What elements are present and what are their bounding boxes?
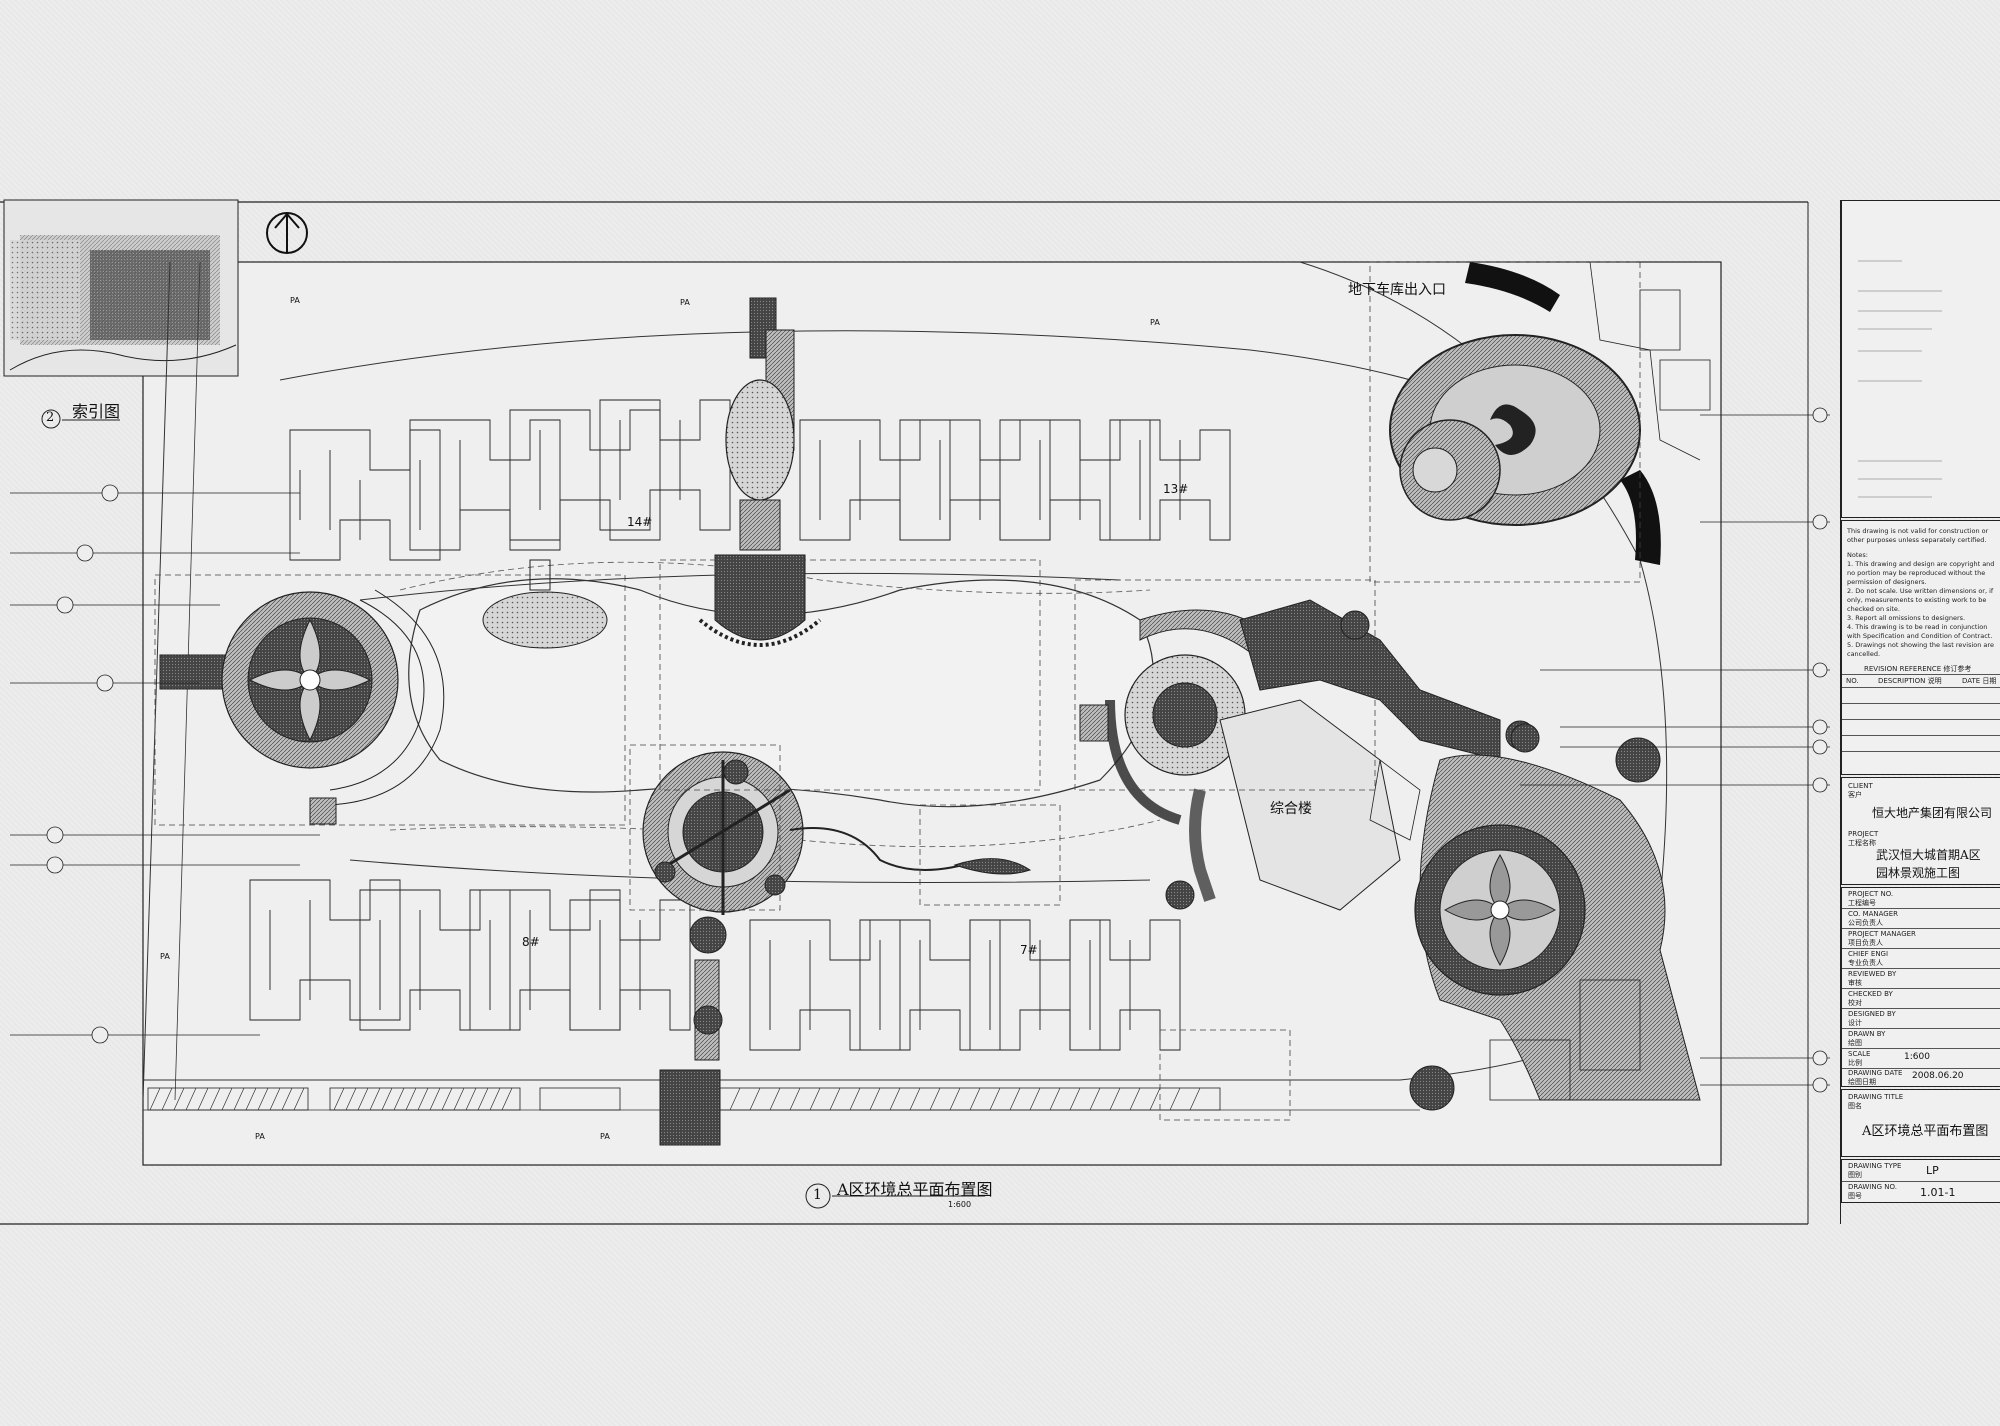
note-item: 4. This drawing is to be read in conjunc…: [1847, 623, 1993, 640]
title-block-notes: This drawing is not valid for constructi…: [1841, 520, 2000, 775]
chief-engi-label: CHIEF ENGI: [1848, 950, 1889, 958]
drawing-no-label-cn: 图号: [1848, 1192, 1862, 1200]
north-arrow-icon: [266, 212, 308, 254]
revision-reference: REVISION REFERENCE 修订参考: [1864, 665, 1972, 673]
callout-leaders-left: [10, 484, 320, 1044]
co-manager-label: CO. MANAGER: [1848, 910, 1899, 918]
notes-heading: This drawing is not valid for constructi…: [1847, 527, 1989, 544]
drawing-type-label: DRAWING TYPE: [1848, 1162, 1902, 1170]
notes-title: Notes:: [1847, 551, 1868, 559]
pa-label: PA: [255, 1132, 265, 1141]
drawing-title-label: DRAWING TITLE: [1848, 1093, 1904, 1101]
reviewed-by-label: REVIEWED BY: [1848, 970, 1897, 978]
designed-by-label-cn: 设计: [1848, 1019, 1862, 1027]
title-block: This drawing is not valid for constructi…: [1840, 200, 2000, 1224]
project-name-line1: 武汉恒大城首期A区: [1876, 848, 1981, 862]
drawing-date-label-cn: 绘图日期: [1848, 1078, 1876, 1086]
east-plaza-complex: [1079, 599, 1535, 911]
client-name: 恒大地产集团有限公司: [1872, 806, 1993, 820]
north-residential-row: [289, 399, 1231, 561]
chief-engi-label-cn: 专业负责人: [1848, 959, 1883, 967]
east-buildings: [1369, 261, 1711, 1101]
drawing-type-value: LP: [1926, 1164, 1939, 1177]
note-item: 5. Drawings not showing the last revisio…: [1847, 641, 1994, 658]
plan-title: A区环境总平面布置图: [837, 1180, 993, 1199]
drawing-title-label-cn: 图名: [1848, 1102, 1862, 1110]
pa-label: PA: [600, 1132, 610, 1141]
title-block-drawing-number: DRAWING TYPE 图别 LP DRAWING NO. 图号 1.01-1: [1841, 1159, 2000, 1203]
index-symbol-circle: [41, 409, 61, 429]
scale-label-cn: 比例: [1848, 1059, 1862, 1067]
pa-label: PA: [290, 296, 300, 305]
scale-value: 1:600: [1904, 1052, 1930, 1062]
title-block-drawing-title: DRAWING TITLE 图名 A区环境总平面布置图: [1841, 1089, 2000, 1157]
plan-scale: 1:600: [948, 1200, 972, 1209]
north-axis-plaza: [482, 297, 822, 649]
checked-by-label-cn: 校对: [1848, 999, 1862, 1007]
drawn-by-label: DRAWN BY: [1848, 1030, 1886, 1038]
section-boxes: [154, 261, 1641, 1121]
plan-detail-number: 1: [813, 1187, 822, 1203]
reviewed-by-label-cn: 审核: [1848, 979, 1862, 987]
project-manager-label: PROJECT MANAGER: [1848, 930, 1916, 938]
project-manager-label-cn: 项目负责人: [1848, 939, 1883, 947]
checked-by-label: CHECKED BY: [1848, 990, 1893, 998]
scale-label: SCALE: [1848, 1050, 1871, 1058]
project-label-cn: 工程名称: [1848, 839, 1876, 847]
rev-no-header: NO.: [1846, 677, 1859, 685]
title-block-stamp-area: [1841, 200, 2000, 518]
drawing-date-label: DRAWING DATE: [1848, 1069, 1903, 1077]
project-no-label-cn: 工程编号: [1848, 899, 1876, 907]
stamp-lines: [1858, 260, 1942, 498]
project-name-line2: 园林景观施工图: [1876, 866, 1961, 880]
title-block-client: CLIENT 客户 恒大地产集团有限公司 PROJECT 工程名称 武汉恒大城首…: [1841, 777, 2000, 885]
building-8-label: 8#: [522, 935, 540, 949]
project-label: PROJECT: [1848, 830, 1879, 838]
pa-label: PA: [160, 952, 170, 961]
co-manager-label-cn: 公司负责人: [1848, 919, 1883, 927]
project-no-label: PROJECT NO.: [1848, 890, 1894, 898]
note-item: 3. Report all omissions to designers.: [1847, 614, 1966, 622]
drawing-no-label: DRAWING NO.: [1848, 1183, 1897, 1191]
drawing-title-value: A区环境总平面布置图: [1862, 1124, 1989, 1139]
title-block-signatures: PROJECT NO. 工程编号 CO. MANAGER 公司负责人 PROJE…: [1841, 887, 2000, 1087]
drawing-no-value: 1.01-1: [1920, 1186, 1956, 1199]
callout-leaders-right: [1520, 407, 1830, 1093]
index-symbol-number: 2: [46, 410, 55, 425]
note-item: 1. This drawing and design are copyright…: [1847, 560, 1995, 586]
detail-symbol-circle: [805, 1183, 831, 1209]
building-14-label: 14#: [627, 515, 653, 529]
southeast-lotus-plaza: [1409, 723, 1701, 1111]
complex-building-label: 综合楼: [1270, 801, 1312, 817]
note-item: 2. Do not scale. Use written dimensions …: [1847, 587, 1994, 613]
building-13-label: 13#: [1163, 482, 1189, 496]
index-map-thumbnail: [3, 199, 239, 377]
pa-label: PA: [1150, 318, 1160, 327]
building-7-label: 7#: [1020, 943, 1038, 957]
designed-by-label: DESIGNED BY: [1848, 1010, 1896, 1018]
rev-date-header: DATE 日期: [1962, 677, 1997, 685]
index-map-title: 索引图: [72, 402, 121, 421]
northeast-oval-plaza: [1389, 262, 1661, 565]
drawing-type-label-cn: 图别: [1848, 1171, 1862, 1179]
drawn-by-label-cn: 绘图: [1848, 1039, 1862, 1047]
south-residential-row: [249, 879, 1181, 1051]
drawing-date-value: 2008.06.20: [1912, 1071, 1964, 1081]
west-lotus-plaza: [159, 589, 445, 825]
client-label-cn: 客户: [1848, 791, 1862, 799]
garage-entrance-label: 地下车库出入口: [1348, 282, 1446, 298]
client-label: CLIENT: [1848, 782, 1873, 790]
rev-desc-header: DESCRIPTION 说明: [1878, 677, 1942, 685]
pa-label: PA: [680, 298, 690, 307]
central-south-plaza: [642, 751, 1032, 1146]
